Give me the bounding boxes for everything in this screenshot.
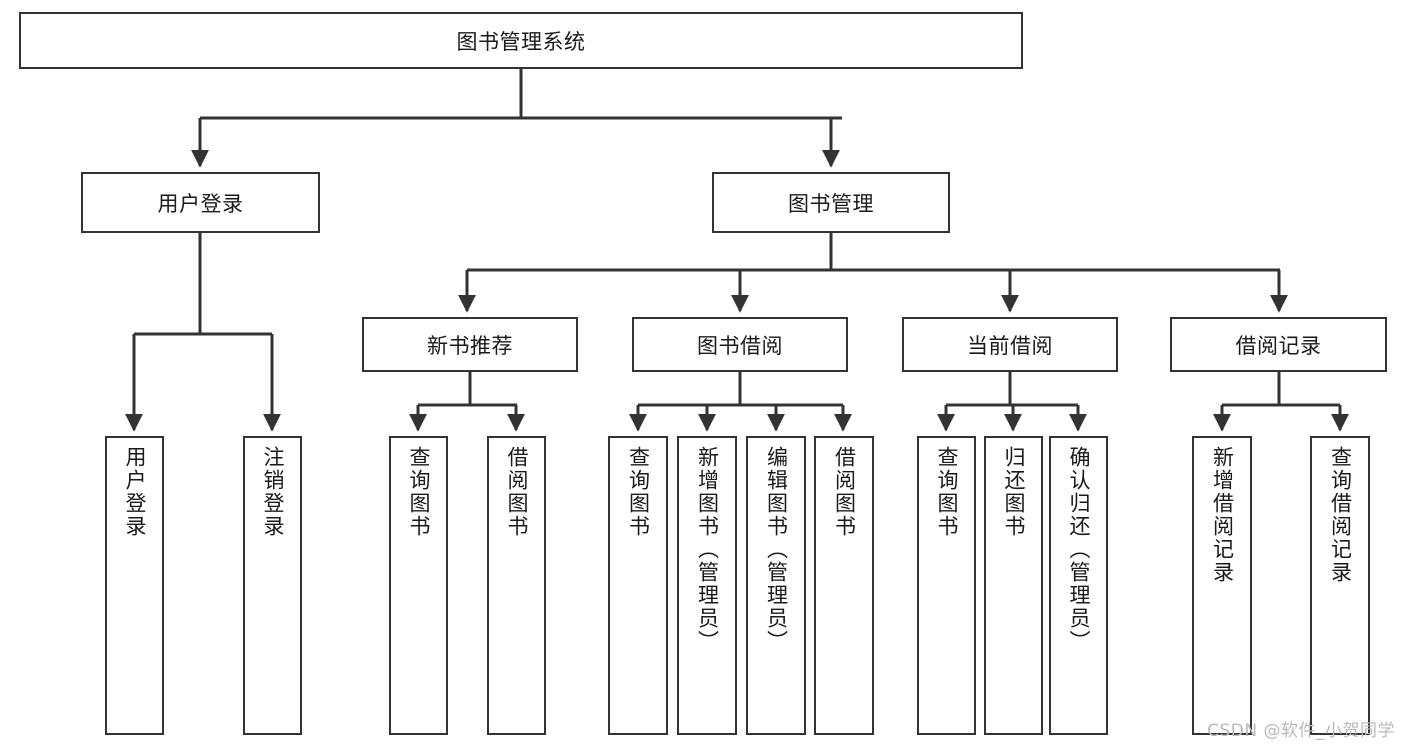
node-book-borrow-label: 图书借阅	[697, 333, 783, 358]
node-leaf-user-login[interactable]: 用户登录	[105, 436, 164, 735]
node-user-login-label: 用户登录	[157, 191, 244, 216]
node-leaf-query-book-2[interactable]: 查询图书	[608, 436, 668, 735]
node-leaf-query-book-1[interactable]: 查询图书	[389, 436, 448, 735]
node-new-book-recommend[interactable]: 新书推荐	[362, 317, 578, 372]
node-leaf-return-book-label: 归还图书	[1001, 446, 1026, 538]
node-leaf-add-book[interactable]: 新增图书（管理员）	[677, 436, 737, 735]
node-leaf-query-book-3[interactable]: 查询图书	[917, 436, 976, 735]
node-leaf-borrow-book-2-label: 借阅图书	[832, 446, 857, 538]
node-user-login[interactable]: 用户登录	[81, 172, 320, 233]
node-root[interactable]: 图书管理系统	[19, 12, 1023, 69]
node-leaf-logout-label: 注销登录	[260, 446, 285, 538]
node-leaf-add-book-label: 新增图书（管理员）	[695, 446, 720, 653]
node-leaf-add-borrow-record[interactable]: 新增借阅记录	[1192, 436, 1252, 735]
node-leaf-user-login-label: 用户登录	[122, 446, 147, 538]
csdn-watermark: CSDN @软件_小贺同学	[1207, 721, 1395, 741]
node-leaf-query-book-3-label: 查询图书	[934, 446, 959, 538]
node-borrow-record-label: 借阅记录	[1235, 333, 1322, 358]
node-leaf-add-borrow-record-label: 新增借阅记录	[1210, 446, 1235, 584]
node-borrow-record[interactable]: 借阅记录	[1170, 317, 1387, 372]
node-leaf-confirm-return-label: 确认归还（管理员）	[1066, 446, 1091, 653]
node-leaf-query-borrow-record-label: 查询借阅记录	[1328, 446, 1353, 584]
node-leaf-edit-book[interactable]: 编辑图书（管理员）	[746, 436, 806, 735]
node-leaf-query-book-2-label: 查询图书	[626, 446, 651, 538]
node-current-borrow-label: 当前借阅	[967, 333, 1053, 358]
node-book-management[interactable]: 图书管理	[712, 172, 950, 233]
node-leaf-borrow-book-1[interactable]: 借阅图书	[487, 436, 546, 735]
node-leaf-borrow-book-2[interactable]: 借阅图书	[814, 436, 874, 735]
node-book-management-label: 图书管理	[788, 191, 874, 216]
node-leaf-query-borrow-record[interactable]: 查询借阅记录	[1310, 436, 1370, 735]
node-leaf-edit-book-label: 编辑图书（管理员）	[764, 446, 789, 653]
node-new-book-recommend-label: 新书推荐	[427, 333, 513, 358]
node-leaf-borrow-book-1-label: 借阅图书	[504, 446, 529, 538]
node-book-borrow[interactable]: 图书借阅	[632, 317, 848, 372]
node-root-label: 图书管理系统	[456, 29, 586, 54]
node-leaf-confirm-return[interactable]: 确认归还（管理员）	[1049, 436, 1108, 735]
node-leaf-query-book-1-label: 查询图书	[406, 446, 431, 538]
node-current-borrow[interactable]: 当前借阅	[902, 317, 1118, 372]
node-leaf-logout[interactable]: 注销登录	[243, 436, 302, 735]
node-leaf-return-book[interactable]: 归还图书	[984, 436, 1043, 735]
